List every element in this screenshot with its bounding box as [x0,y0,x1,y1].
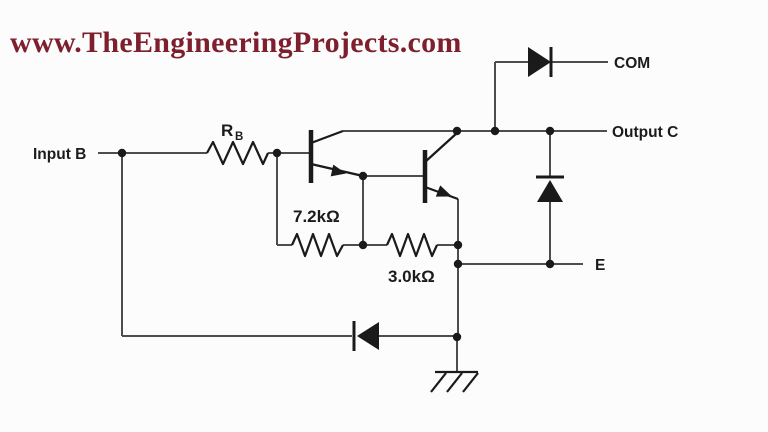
junction-dot [358,240,368,250]
t1-emitter-arrow-icon [330,164,346,177]
diode-com [528,47,553,77]
terminal-label-com: COM [614,55,650,72]
watermark-text: www.TheEngineeringProjects.com [10,26,462,59]
t2-emitter-arrow-icon [435,185,452,197]
junction-dots [117,126,555,342]
junction-dot [358,171,368,181]
t2-collector [424,132,458,163]
ground-slash-2 [446,372,463,393]
junction-dot [453,240,463,250]
diode-ce-triangle-icon [537,180,563,202]
transistor-t2 [363,132,459,203]
junction-dot [117,148,127,158]
diode-com-triangle-icon [528,47,551,77]
ground-symbol-icon [430,370,479,393]
resistor-rb-subscript: B [235,131,243,143]
terminal-label-output-c: Output C [612,124,678,141]
junction-dot [545,259,555,269]
resistor-rb-zigzag [206,140,270,166]
terminal-label-input-b: Input B [33,146,86,163]
diode-ce [536,175,564,202]
ground-slash-3 [462,372,479,393]
resistor-rb-label: R [221,121,233,140]
junction-dot [452,126,462,136]
resistor-3k0-label: 3.0kΩ [388,267,435,286]
junction-dot [545,126,555,136]
resistor-7k2-label: 7.2kΩ [293,207,340,226]
junction-dot [490,126,500,136]
diode-input-clamp [352,321,379,351]
resistor-3k0-zigzag [385,232,439,258]
junction-dot [272,148,282,158]
junction-dot [452,332,462,342]
terminal-label-e: E [595,257,605,274]
resistor-3k0 [385,232,439,258]
diode-input-triangle-icon [357,322,379,350]
resistor-rb [206,140,270,166]
wires [98,61,608,372]
ground-slash-1 [430,372,447,393]
t1-collector [310,129,344,145]
junction-dot [453,259,463,269]
transistor-t1 [308,129,364,183]
resistor-7k2 [290,232,344,258]
resistor-7k2-zigzag [290,232,344,258]
